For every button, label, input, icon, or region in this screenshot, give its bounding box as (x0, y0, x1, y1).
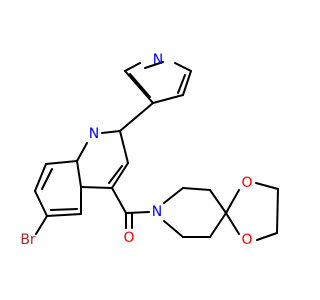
bond (34, 163, 47, 192)
quinoline-nitrogen-label: N (89, 126, 99, 142)
bond (152, 94, 184, 104)
bond (111, 162, 129, 189)
bond (209, 189, 227, 214)
carbonyl-oxygen-label: O (123, 230, 134, 246)
bond (124, 62, 141, 72)
pyridine-ring (124, 61, 192, 104)
bond (41, 168, 53, 190)
bond (119, 102, 154, 132)
bond (177, 74, 186, 94)
ring-oxygen-bottom-label: O (241, 232, 252, 248)
bond (124, 70, 154, 104)
bond (76, 142, 88, 162)
bond (256, 232, 278, 241)
bond (209, 212, 227, 238)
bond (111, 187, 127, 214)
bond (182, 187, 211, 191)
pyridine-nitrogen-label: N (153, 52, 163, 68)
bond (174, 62, 192, 72)
bond (255, 182, 279, 190)
bond (276, 188, 279, 234)
amide-nitrogen-label: N (152, 204, 162, 220)
ring-oxygen-top-label: O (241, 175, 252, 191)
bond (45, 160, 78, 165)
bond (46, 213, 82, 217)
bond (50, 208, 78, 211)
bond (182, 70, 192, 96)
bond (35, 215, 48, 235)
bromine-label: Br (20, 232, 36, 248)
bond (163, 220, 184, 238)
bond (163, 187, 184, 204)
bond (129, 73, 151, 98)
bond (119, 130, 129, 164)
bond (101, 130, 121, 134)
dioxolane-ring (225, 182, 279, 241)
bond (80, 186, 113, 189)
piperidine-ring (163, 187, 227, 238)
bond (144, 61, 164, 69)
bond (34, 190, 48, 217)
bond (125, 211, 150, 214)
bond (76, 160, 82, 188)
bond (225, 189, 240, 214)
bond (108, 165, 123, 184)
bond (225, 212, 240, 235)
quinoline-ring (34, 130, 129, 235)
molecule-diagram: N N Br O N O O (20, 52, 279, 248)
